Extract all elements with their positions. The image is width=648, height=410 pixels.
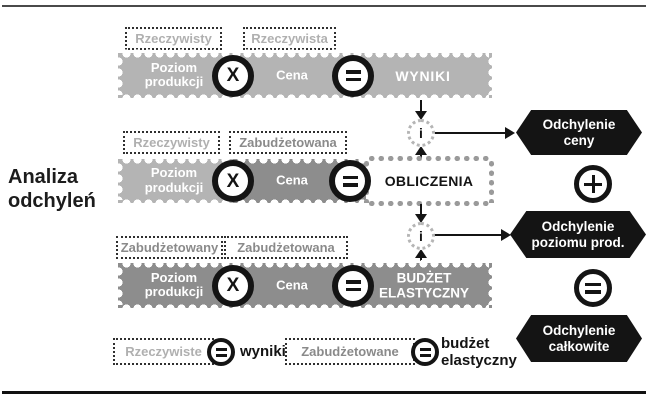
qualifier-actual-price-row1: Rzeczywista xyxy=(243,27,336,50)
equals-glyph xyxy=(345,70,361,81)
flexible-budget-label: BUDŻET ELASTYCZNY xyxy=(378,269,469,301)
equals-glyph xyxy=(342,175,358,187)
calculations-label: OBLICZENIA xyxy=(384,173,474,189)
page-title: Analiza odchyleń xyxy=(8,166,96,212)
up-arrow-icon xyxy=(415,249,427,258)
volume-variance-badge: Odchylenie poziomu prod. xyxy=(510,211,646,258)
row2-calculations-bar: Poziom produkcji Cena OBLICZENIA X xyxy=(113,154,495,208)
legend-definition-results: wyniki xyxy=(240,343,286,360)
stamp-perforation xyxy=(487,56,497,95)
connector-line xyxy=(434,132,506,134)
production-level-label: Poziom produkcji xyxy=(144,59,204,90)
equals-glyph xyxy=(215,347,227,357)
junction-i-icon: i xyxy=(407,119,435,147)
stamp-perforation xyxy=(121,93,489,103)
price-label: Cena xyxy=(276,277,308,293)
dotted-edge xyxy=(488,159,495,203)
stamp-perforation xyxy=(113,266,123,305)
stamp-perforation xyxy=(113,56,123,95)
equals-icon xyxy=(329,160,371,202)
price-variance-badge: Odchylenie ceny xyxy=(516,110,642,155)
equals-glyph xyxy=(419,347,431,357)
plus-icon xyxy=(574,165,612,203)
multiply-icon: X xyxy=(212,160,254,202)
stamp-perforation xyxy=(487,266,497,305)
qualifier-budgeted-quantity-row3: Zabudżetowany xyxy=(116,236,223,259)
equals-glyph xyxy=(585,282,601,294)
row3-flexible-budget-bar: Poziom produkcji X Cena BUDŻET ELASTYCZN… xyxy=(113,258,497,313)
qualifier-actual-quantity-row1: Rzeczywisty xyxy=(125,27,222,50)
equals-icon xyxy=(207,338,235,366)
price-label: Cena xyxy=(276,172,308,188)
right-arrow-icon xyxy=(505,127,515,139)
price-label: Cena xyxy=(276,67,308,83)
stamp-perforation xyxy=(121,154,230,164)
total-variance-badge: Odchylenie całkowite xyxy=(516,315,642,362)
equals-icon xyxy=(332,264,374,307)
qualifier-budgeted-price-row3: Zabudżetowana xyxy=(224,236,348,259)
stamp-perforation xyxy=(121,258,489,268)
results-label: WYNIKI xyxy=(395,67,451,84)
dotted-edge xyxy=(367,155,491,162)
down-arrow-icon xyxy=(415,214,427,223)
equals-icon xyxy=(574,269,612,307)
legend-definition-flexible-budget: budżet elastyczny xyxy=(441,335,517,369)
connector-line xyxy=(420,100,422,113)
production-level-label: Poziom produkcji xyxy=(144,165,204,195)
qualifier-budgeted-price-row2: Zabudżetowana xyxy=(229,131,347,154)
up-arrow-icon xyxy=(415,146,427,155)
junction-i-icon: i xyxy=(407,222,435,250)
bottom-rule xyxy=(2,391,646,394)
equals-icon xyxy=(332,54,374,97)
row1-results-bar: Poziom produkcji X Cena WYNIKI xyxy=(113,48,497,103)
production-level-label: Poziom produkcji xyxy=(144,269,204,300)
connector-line xyxy=(434,234,502,236)
equals-icon xyxy=(411,338,439,366)
calculations-box: OBLICZENIA xyxy=(363,155,495,207)
equals-glyph xyxy=(345,280,361,291)
connector-line xyxy=(420,204,422,216)
plus-glyph xyxy=(584,175,602,193)
legend-term-actual: Rzeczywiste xyxy=(113,338,214,365)
multiply-icon: X xyxy=(212,264,254,307)
qualifier-actual-quantity-row2: Rzeczywisty xyxy=(123,131,220,154)
stamp-perforation xyxy=(121,198,230,208)
right-arrow-icon xyxy=(501,229,511,241)
junction-glyph: i xyxy=(419,228,423,244)
dotted-edge xyxy=(367,200,491,207)
junction-glyph: i xyxy=(419,125,423,141)
legend-term-budgeted: Zabudżetowane xyxy=(285,338,415,365)
top-rule xyxy=(2,5,646,7)
stamp-perforation xyxy=(121,303,489,313)
down-arrow-icon xyxy=(415,111,427,120)
multiply-icon: X xyxy=(212,54,254,97)
